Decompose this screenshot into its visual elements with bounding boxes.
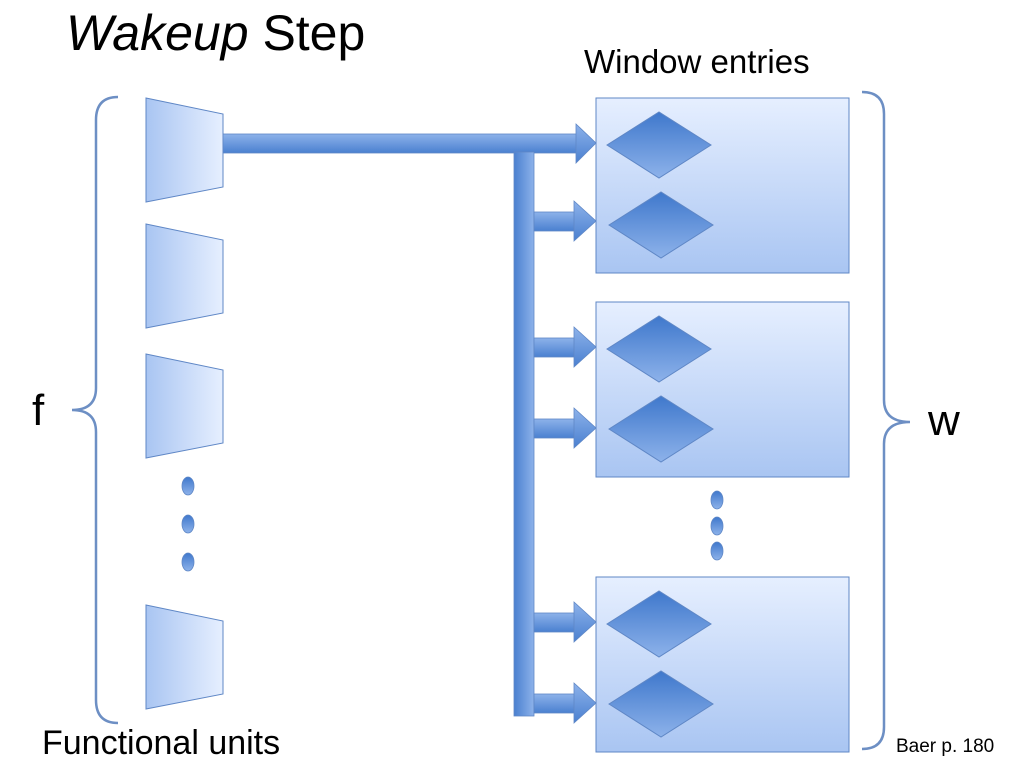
window-entries-label: Window entries — [584, 43, 810, 80]
ellipsis-dot — [181, 476, 195, 496]
right-brace — [861, 90, 911, 751]
comparator-diamond — [606, 590, 712, 658]
slide-title: Wakeup Step — [66, 4, 365, 62]
functional-units-label: Functional units — [42, 724, 281, 762]
title-rest: Step — [262, 5, 366, 61]
branch-arrow — [533, 326, 597, 368]
functional-units — [145, 97, 224, 710]
comparator-diamond — [608, 395, 714, 463]
left-brace — [71, 95, 119, 725]
functional-unit — [145, 223, 224, 329]
ellipsis-dot — [181, 552, 195, 572]
functional-unit — [145, 604, 224, 710]
window-entry-box — [595, 97, 850, 274]
functional-unit — [145, 97, 224, 203]
w-label: w — [928, 396, 960, 445]
branch-arrow — [533, 407, 597, 449]
functional-units-ellipsis — [181, 476, 195, 572]
branch-arrow — [533, 200, 597, 242]
ellipsis-dot — [710, 516, 724, 536]
comparator-diamond — [606, 111, 712, 179]
comparator-diamond — [608, 670, 714, 738]
comparator-diamond — [606, 315, 712, 383]
window-entry-box — [595, 576, 850, 753]
ellipsis-dot — [710, 490, 724, 510]
ellipsis-dot — [710, 541, 724, 561]
ellipsis-dot — [181, 514, 195, 534]
functional-unit — [145, 353, 224, 459]
branch-arrow — [533, 682, 597, 724]
window-entry-box — [595, 301, 850, 478]
bus-vertical — [513, 151, 535, 717]
bus-horizontal — [222, 133, 579, 154]
branch-arrow — [533, 601, 597, 643]
comparator-diamond — [608, 191, 714, 259]
f-label: f — [32, 386, 45, 435]
bus-branches — [533, 200, 597, 724]
comparators — [606, 111, 714, 738]
title-italic: Wakeup — [66, 5, 249, 61]
window-entries-ellipsis — [710, 490, 724, 561]
result-bus — [222, 123, 597, 717]
bus-arrowhead — [575, 123, 597, 164]
citation: Baer p. 180 — [896, 736, 995, 757]
